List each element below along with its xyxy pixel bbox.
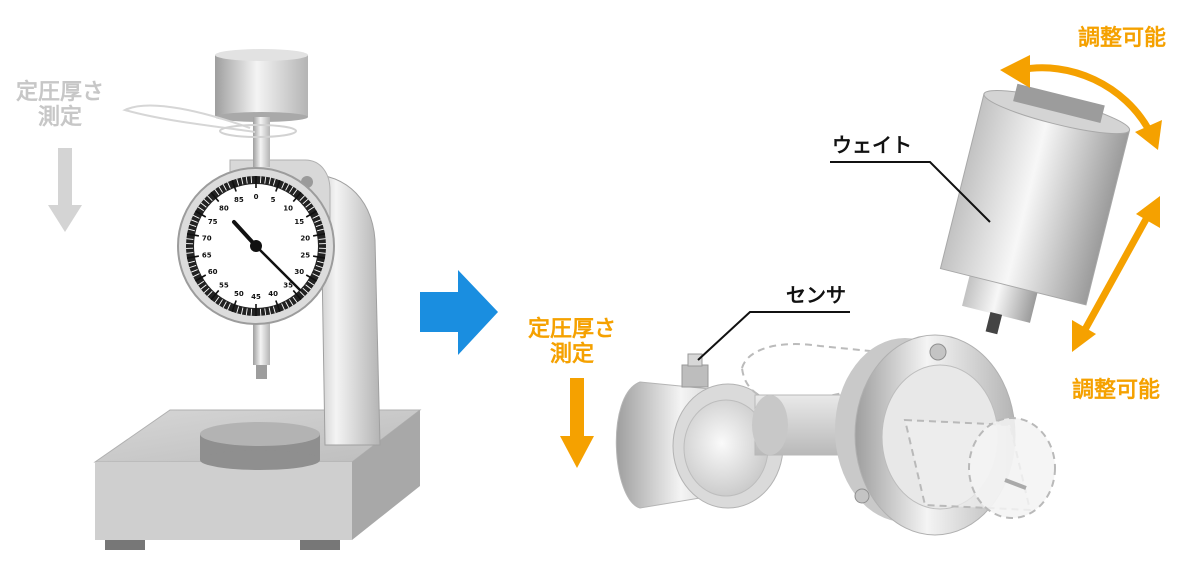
ring-screw-bottom bbox=[855, 489, 869, 503]
left-measure-label-line1: 定圧厚さ bbox=[16, 80, 104, 105]
gauge-anvil-bottom bbox=[200, 450, 320, 470]
adjustable-label-top: 調整可能 bbox=[1078, 26, 1166, 51]
dial-number: 50 bbox=[234, 290, 244, 298]
dial-number: 80 bbox=[219, 205, 229, 213]
measure-arrow-gray bbox=[48, 148, 82, 232]
gauge-base-foot bbox=[300, 540, 340, 550]
dial-number: 15 bbox=[294, 218, 304, 226]
dial-number: 60 bbox=[208, 268, 218, 276]
sensor-leader-line bbox=[698, 312, 850, 360]
dial-number: 25 bbox=[300, 252, 310, 260]
connector-tube-end bbox=[752, 395, 788, 455]
right-measure-label-line2: 測定 bbox=[528, 342, 616, 367]
gauge-top-weight bbox=[215, 55, 308, 117]
dial-number: 75 bbox=[208, 218, 218, 226]
rotate-adjust-arrowhead bbox=[1000, 55, 1030, 88]
sensor-probe-body bbox=[682, 365, 708, 387]
dial-number: 70 bbox=[202, 234, 212, 242]
gauge-anvil-top bbox=[200, 422, 320, 446]
sensor-label: センサ bbox=[786, 284, 846, 307]
sensor-probe-cap bbox=[688, 354, 702, 366]
ring-screw-top bbox=[930, 344, 946, 360]
weight-cylinder bbox=[928, 76, 1134, 353]
dial-hub bbox=[250, 240, 262, 252]
slide-adjust-arrowhead bbox=[1136, 196, 1160, 228]
weight-label: ウェイト bbox=[832, 134, 912, 157]
left-measure-label: 定圧厚さ 測定 bbox=[16, 80, 104, 131]
dial-number: 40 bbox=[268, 290, 278, 298]
adjustable-label-bottom: 調整可能 bbox=[1072, 378, 1160, 403]
dial-number: 55 bbox=[219, 281, 229, 289]
dial-number: 5 bbox=[271, 196, 276, 204]
left-measure-label-line2: 測定 bbox=[16, 105, 104, 130]
sample-cylinder-end bbox=[969, 418, 1055, 518]
dial-number: 10 bbox=[283, 205, 293, 213]
gauge-base-foot bbox=[105, 540, 145, 550]
gauge-top-weight-cap bbox=[215, 49, 308, 61]
transition-arrow bbox=[420, 270, 498, 355]
dial-number: 45 bbox=[251, 293, 261, 301]
right-measure-label: 定圧厚さ 測定 bbox=[528, 317, 616, 368]
gauge-spindle-tip bbox=[256, 365, 267, 379]
dial-number: 85 bbox=[234, 196, 244, 204]
right-measure-label-line1: 定圧厚さ bbox=[528, 317, 616, 342]
dial-number: 30 bbox=[294, 268, 304, 276]
gauge-base-front bbox=[95, 462, 352, 540]
dial-number: 20 bbox=[300, 234, 310, 242]
dial-number: 0 bbox=[254, 193, 259, 201]
sensor-weight-assembly bbox=[560, 55, 1162, 535]
weight-rod bbox=[986, 312, 1002, 334]
dial-number: 65 bbox=[202, 252, 212, 260]
measure-arrow-orange bbox=[560, 378, 594, 468]
